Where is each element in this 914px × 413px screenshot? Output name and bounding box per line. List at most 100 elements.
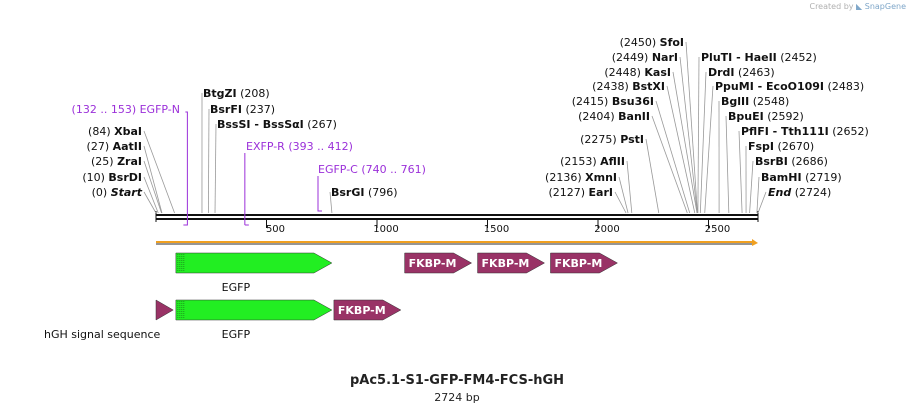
site-label: (2136) XmnI xyxy=(545,171,617,184)
site-position: (2275) xyxy=(580,133,620,146)
restriction-site: BsrGI (796) xyxy=(329,186,398,214)
site-connector xyxy=(679,56,698,214)
site-position: (2719) xyxy=(802,171,842,184)
site-name: BsrFI xyxy=(210,103,242,116)
site-name: PluTI - HaeII xyxy=(701,51,777,64)
site-connector xyxy=(697,56,700,214)
credit-brand: SnapGene xyxy=(864,2,906,11)
primer-label: EXFP-R (393 .. 412) xyxy=(246,140,353,153)
feature-label: EGFP xyxy=(222,281,251,294)
site-connector xyxy=(685,41,698,214)
site-name: BpuEI xyxy=(728,110,764,123)
site-name: PpuMI - EcoO109I xyxy=(715,80,824,93)
site-name: AflII xyxy=(600,155,625,168)
site-label: PflFI - Tth111I (2652) xyxy=(741,125,869,138)
feature-arrow xyxy=(333,299,402,321)
site-name: BsrDI xyxy=(108,171,142,184)
site-position: (2724) xyxy=(791,186,831,199)
site-name: EarI xyxy=(589,186,613,199)
ruler-tick-label: 1000 xyxy=(373,224,398,235)
feature-fkbp-m: FKBP-M xyxy=(477,252,546,274)
site-label: (27) AatII xyxy=(87,140,142,153)
feature-egfp xyxy=(175,299,333,321)
site-label: End (2724) xyxy=(768,186,831,199)
site-label: BpuEI (2592) xyxy=(728,110,804,123)
site-label: PluTI - HaeII (2452) xyxy=(701,51,817,64)
site-label: (84) XbaI xyxy=(88,125,142,138)
site-name: ZraI xyxy=(117,155,142,168)
restriction-site: (2275) PstI xyxy=(580,133,660,214)
restriction-site: (2404) BanII xyxy=(578,110,688,214)
site-name: FspI xyxy=(748,140,774,153)
site-label: (10) BsrDI xyxy=(82,171,142,184)
feature-hgh-signal xyxy=(155,299,174,321)
site-label: BamHI (2719) xyxy=(761,171,842,184)
site-name: KasI xyxy=(644,66,671,79)
site-name: AatII xyxy=(113,140,142,153)
ruler-tick-label: 500 xyxy=(266,224,285,235)
feature-arrow xyxy=(550,252,618,274)
site-label: BssSI - BssSαI (267) xyxy=(217,118,337,131)
plasmid-length: 2724 bp xyxy=(434,391,480,404)
feature-egfp xyxy=(175,252,333,274)
ruler-tick-label: 2500 xyxy=(705,224,730,235)
site-label: (2404) BanII xyxy=(578,110,650,123)
restriction-site: (10) BsrDI xyxy=(82,171,159,214)
site-name: BtgZI xyxy=(203,87,237,100)
site-label: DrdI (2463) xyxy=(708,66,775,79)
site-connector xyxy=(725,115,730,214)
ruler-tick-label: 2000 xyxy=(594,224,619,235)
restriction-site: (2438) BstXI xyxy=(592,80,696,214)
restriction-site: DrdI (2463) xyxy=(699,66,775,214)
restriction-site: PflFI - Tth111I (2652) xyxy=(738,125,869,214)
snapgene-logo-icon: ◣ xyxy=(856,2,863,11)
primer-egfp-c xyxy=(317,176,322,212)
site-name: XbaI xyxy=(114,125,142,138)
site-name: DrdI xyxy=(708,66,735,79)
site-position: (84) xyxy=(88,125,114,138)
site-position: (27) xyxy=(87,140,113,153)
site-connector xyxy=(651,115,688,214)
site-name: BssSI - BssSαI xyxy=(217,118,304,131)
site-position: (2670) xyxy=(774,140,814,153)
restriction-site: (2449) NarI xyxy=(612,51,698,214)
feature-label: FKBP-M xyxy=(554,257,602,270)
site-position: (2483) xyxy=(824,80,864,93)
site-label: FspI (2670) xyxy=(748,140,814,153)
site-connector xyxy=(757,191,767,214)
site-name: PstI xyxy=(620,133,644,146)
plasmid-name: pAc5.1-S1-GFP-FM4-FCS-hGH xyxy=(349,373,565,388)
site-name: Start xyxy=(111,186,143,199)
feature-fkbp-m: FKBP-M xyxy=(333,299,402,321)
restriction-site: (2127) EarI xyxy=(548,186,627,214)
site-position: (2452) xyxy=(777,51,817,64)
site-label: (2275) PstI xyxy=(580,133,644,146)
site-label: (2153) AflII xyxy=(560,155,625,168)
site-position: (2450) xyxy=(620,36,660,49)
feature-arrow xyxy=(175,299,333,321)
site-name: End xyxy=(768,186,791,199)
restriction-site: (0) Start xyxy=(92,186,157,214)
site-label: (2127) EarI xyxy=(548,186,613,199)
site-connector xyxy=(655,100,691,214)
feature-fkbp-m: FKBP-M xyxy=(404,252,473,274)
site-position: (2449) xyxy=(612,51,652,64)
site-connector xyxy=(738,130,743,214)
primer-egfp-n xyxy=(183,111,188,226)
site-connector xyxy=(704,85,714,214)
site-label: (0) Start xyxy=(92,186,143,199)
site-position: (2463) xyxy=(735,66,775,79)
site-position: (2592) xyxy=(764,110,804,123)
site-connector xyxy=(749,160,754,214)
site-label: BglII (2548) xyxy=(721,95,789,108)
primer-label: (132 .. 153) EGFP-N xyxy=(72,103,180,116)
orf-arrowhead xyxy=(752,239,758,246)
site-position: (237) xyxy=(242,103,275,116)
site-connector xyxy=(626,160,633,214)
restriction-site: BpuEI (2592) xyxy=(725,110,804,214)
site-label: (25) ZraI xyxy=(91,155,142,168)
site-position: (2686) xyxy=(788,155,828,168)
site-position: (2136) xyxy=(545,171,585,184)
site-connector xyxy=(699,71,707,214)
